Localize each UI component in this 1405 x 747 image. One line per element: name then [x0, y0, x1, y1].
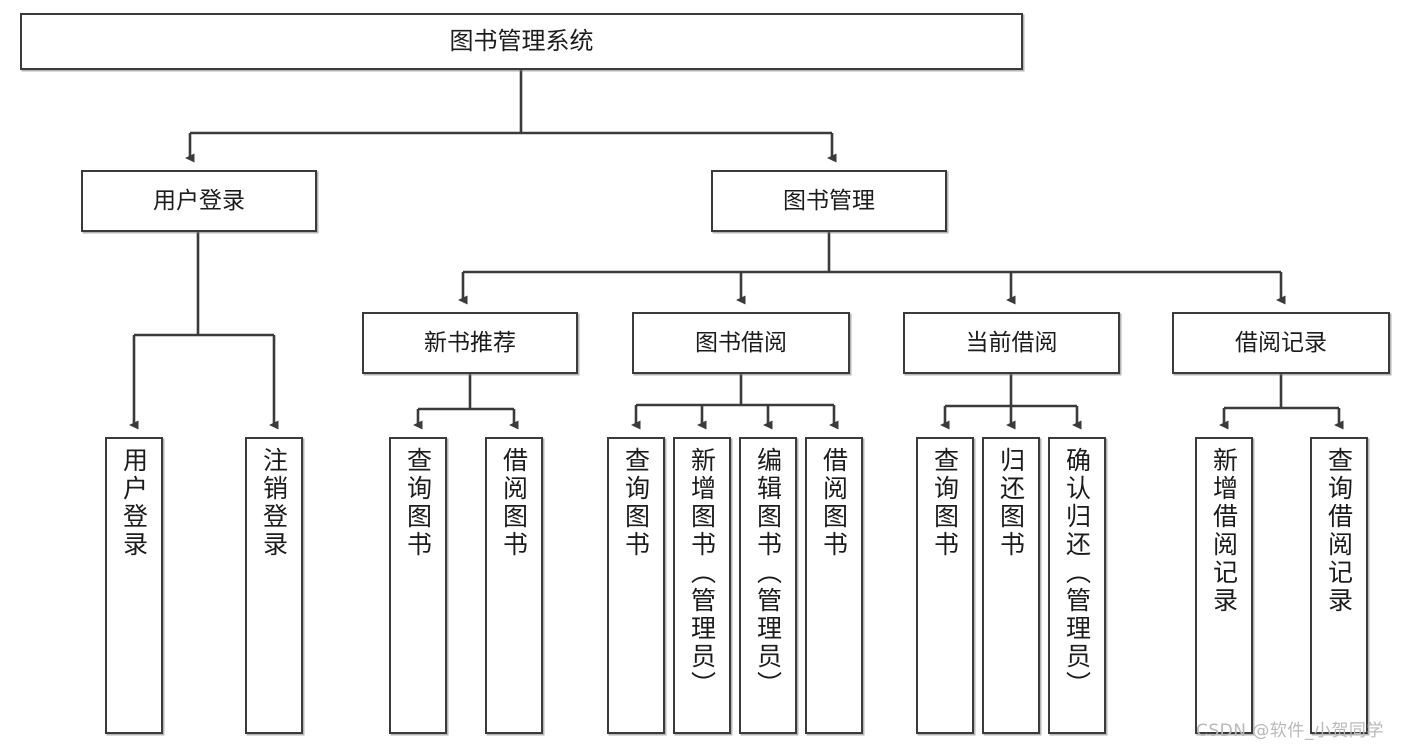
node-label: 新增图书（管理员）	[687, 447, 717, 699]
leaf-current-return-book[interactable]: 归还图书	[982, 437, 1040, 734]
node-label: 确认归还（管理员）	[1062, 447, 1092, 699]
node-label: 归还图书	[996, 447, 1026, 559]
leaf-borrow-add-book-admin[interactable]: 新增图书（管理员）	[673, 437, 731, 734]
node-label: 新增借阅记录	[1209, 447, 1239, 615]
leaf-current-query-book[interactable]: 查询图书	[916, 437, 974, 734]
node-label: 借阅图书	[499, 447, 529, 559]
node-label: 当前借阅	[965, 329, 1058, 356]
leaf-borrow-borrow-book[interactable]: 借阅图书	[805, 437, 863, 734]
node-label: 借阅记录	[1235, 329, 1327, 356]
leaf-recommend-query-book[interactable]: 查询图书	[389, 437, 447, 734]
node-label: 用户登录	[153, 187, 245, 214]
node-label: 图书借阅	[695, 329, 787, 356]
leaf-recommend-borrow-book[interactable]: 借阅图书	[485, 437, 543, 734]
node-borrow-record[interactable]: 借阅记录	[1172, 312, 1390, 374]
node-root-system[interactable]: 图书管理系统	[20, 13, 1023, 70]
node-book-borrow[interactable]: 图书借阅	[632, 312, 850, 374]
leaf-user-logout[interactable]: 注销登录	[245, 437, 303, 734]
node-label: 查询图书	[621, 447, 651, 559]
leaf-borrow-edit-book-admin[interactable]: 编辑图书（管理员）	[739, 437, 797, 734]
leaf-current-confirm-return-admin[interactable]: 确认归还（管理员）	[1048, 437, 1106, 734]
node-label: 借阅图书	[819, 447, 849, 559]
node-label: 用户登录	[119, 447, 149, 559]
node-new-book-recommend[interactable]: 新书推荐	[362, 312, 578, 374]
node-label: 注销登录	[259, 447, 289, 559]
node-label: 图书管理	[783, 187, 875, 214]
node-current-borrow[interactable]: 当前借阅	[903, 312, 1120, 374]
node-label: 新书推荐	[424, 329, 516, 356]
node-label: 编辑图书（管理员）	[753, 447, 783, 699]
leaf-record-add-borrow-record[interactable]: 新增借阅记录	[1195, 437, 1253, 734]
node-user-login[interactable]: 用户登录	[81, 170, 317, 232]
node-label: 查询图书	[930, 447, 960, 559]
watermark-text: CSDN @软件_小贺同学	[1196, 721, 1384, 741]
leaf-borrow-query-book[interactable]: 查询图书	[607, 437, 665, 734]
leaf-record-query-borrow-record[interactable]: 查询借阅记录	[1310, 437, 1368, 734]
node-label: 查询图书	[403, 447, 433, 559]
node-label: 查询借阅记录	[1324, 447, 1354, 615]
node-book-management[interactable]: 图书管理	[711, 170, 947, 232]
node-label: 图书管理系统	[449, 26, 594, 55]
leaf-user-login[interactable]: 用户登录	[105, 437, 163, 734]
